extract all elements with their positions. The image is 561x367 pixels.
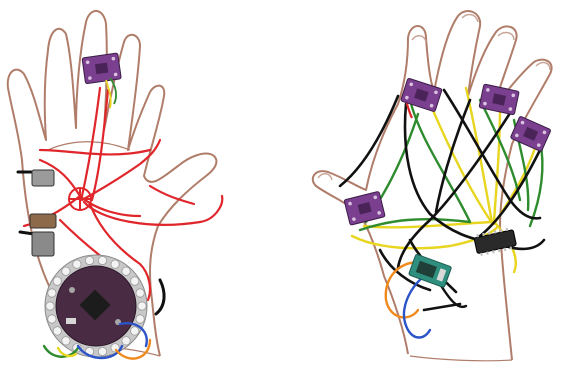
lilypad-petal — [136, 315, 144, 323]
lilypad-petal — [62, 267, 70, 275]
lilypad-petal — [98, 256, 106, 264]
lilypad-petal — [46, 302, 54, 310]
lilypad-petal — [62, 337, 70, 345]
lilypad-petal — [85, 256, 93, 264]
lilypad-petal — [53, 327, 61, 335]
lilypad-petal — [53, 277, 61, 285]
lilypad-petal — [122, 337, 130, 345]
lilypad-petal — [111, 260, 119, 268]
lilypad-arduino — [45, 255, 147, 357]
lilypad-petal — [138, 302, 146, 310]
lilypad-petal — [136, 289, 144, 297]
lilypad-petal — [131, 277, 139, 285]
lilypad-petal — [73, 260, 81, 268]
lilypad-petal — [98, 347, 106, 355]
left-imu-sensor — [82, 53, 121, 84]
lilypad-petal — [122, 267, 130, 275]
lilypad-petal — [48, 289, 56, 297]
lilypad-petal — [131, 327, 139, 335]
crossed-circle-marker — [69, 188, 91, 210]
lilypad-petal — [48, 315, 56, 323]
